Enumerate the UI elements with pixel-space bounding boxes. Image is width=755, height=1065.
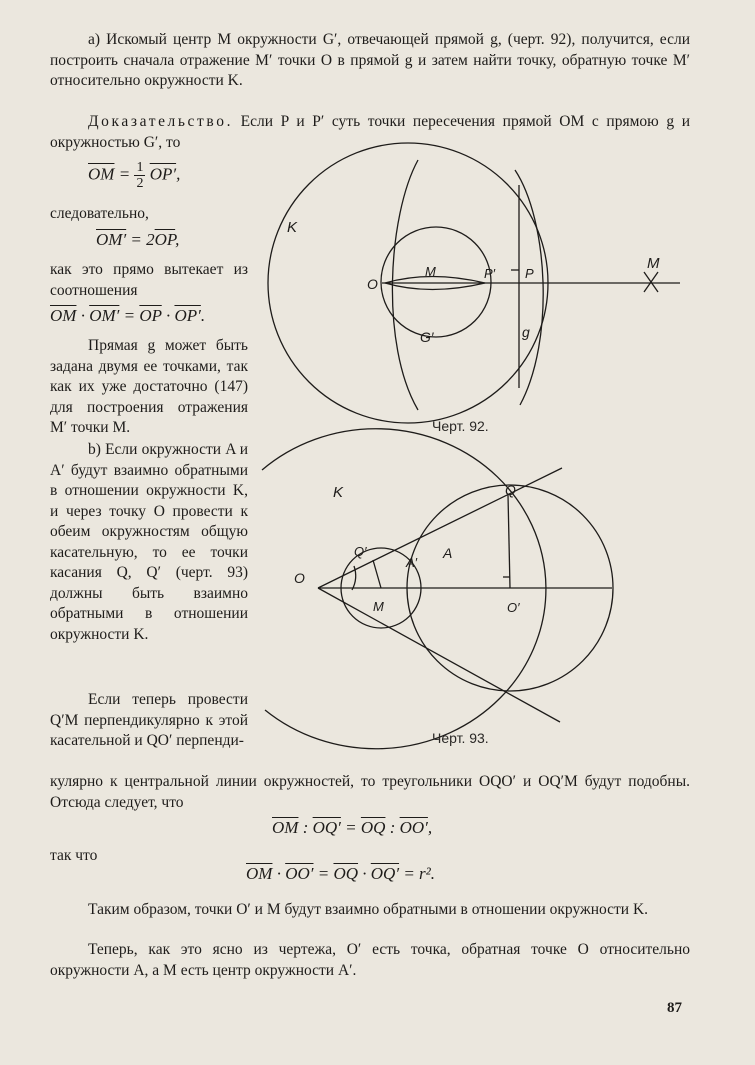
label-M-93: M [373,599,384,614]
label-P-prime-92: P′ [484,266,496,281]
formula-1: OM = 1 2 OP′, [88,160,181,191]
formula-3: OM · OM′ = OP · OP′. [50,306,206,325]
segment-Q-prime-M [372,559,382,589]
paragraph-sled: следовательно, [50,205,149,222]
arc-K-93 [261,428,547,750]
proof-heading: Доказательство. [88,113,234,130]
label-M-outer-92: M [647,255,660,272]
paragraph-kak: как это прямо вытекает из соотношения [50,261,248,299]
arc-right-92 [514,169,544,406]
paragraph-b: b) Если окружности A и A′ будут взаимно … [50,441,248,643]
paragraph-esli-narrow: Если теперь провести Q′M перпендикулярно… [50,691,248,749]
arc-left-92 [391,159,419,411]
label-O-92: O [367,276,378,292]
circle-G-prime [380,226,492,338]
paragraph-a: a) Искомый центр M окружности G′, отвеча… [50,31,690,89]
fraction: 1 2 [134,160,146,191]
proof-text: Если P и P′ суть точки пересечения прямо… [50,113,690,151]
label-K-92: K [287,219,298,236]
label-K-93: K [333,484,344,501]
angle-arc [351,565,357,591]
formula-4: OM : OQ′ = OQ : OO′, [272,818,433,837]
label-M-inner-92: M [425,264,436,279]
page-number: 87 [667,1000,682,1016]
cross-b [643,271,659,293]
tangent-lower [317,587,561,723]
caption-93: Черт. 93. [432,730,489,746]
label-A-93: A [442,545,452,561]
label-Q-prime-93: Q′ [354,544,367,559]
lens-shape [382,275,486,291]
label-O-93: O [294,570,305,586]
segment-QO-prime [507,494,511,589]
paragraph-takim: Таким образом, точки O′ и M будут взаимн… [88,901,649,918]
figure-93 [261,428,614,750]
label-A-prime-93: A′ [405,555,418,570]
label-P-92: P [525,266,534,281]
paragraph-proof: Доказательство. Если P и P′ суть точки п… [50,112,690,153]
paragraph-teper: Теперь, как это ясно из чертежа, O′ есть… [50,941,690,979]
paragraph-pryamaya: Прямая g может быть задана двумя ее точк… [50,337,248,436]
tangent-upper [317,467,563,589]
label-G-prime-92: G′ [420,329,435,345]
formula-5: OM · OO′ = OQ · OQ′ = r². [246,864,436,883]
paragraph-tak: так что [50,847,98,864]
formula-2: OM′ = 2OP, [96,230,180,249]
label-Q-93: Q [505,482,516,498]
paragraph-esli-full: кулярно к центральной линии окружностей,… [50,773,690,811]
label-O-prime-93: O′ [507,600,520,615]
caption-92: Черт. 92. [432,418,489,434]
label-g-92: g [522,324,530,340]
